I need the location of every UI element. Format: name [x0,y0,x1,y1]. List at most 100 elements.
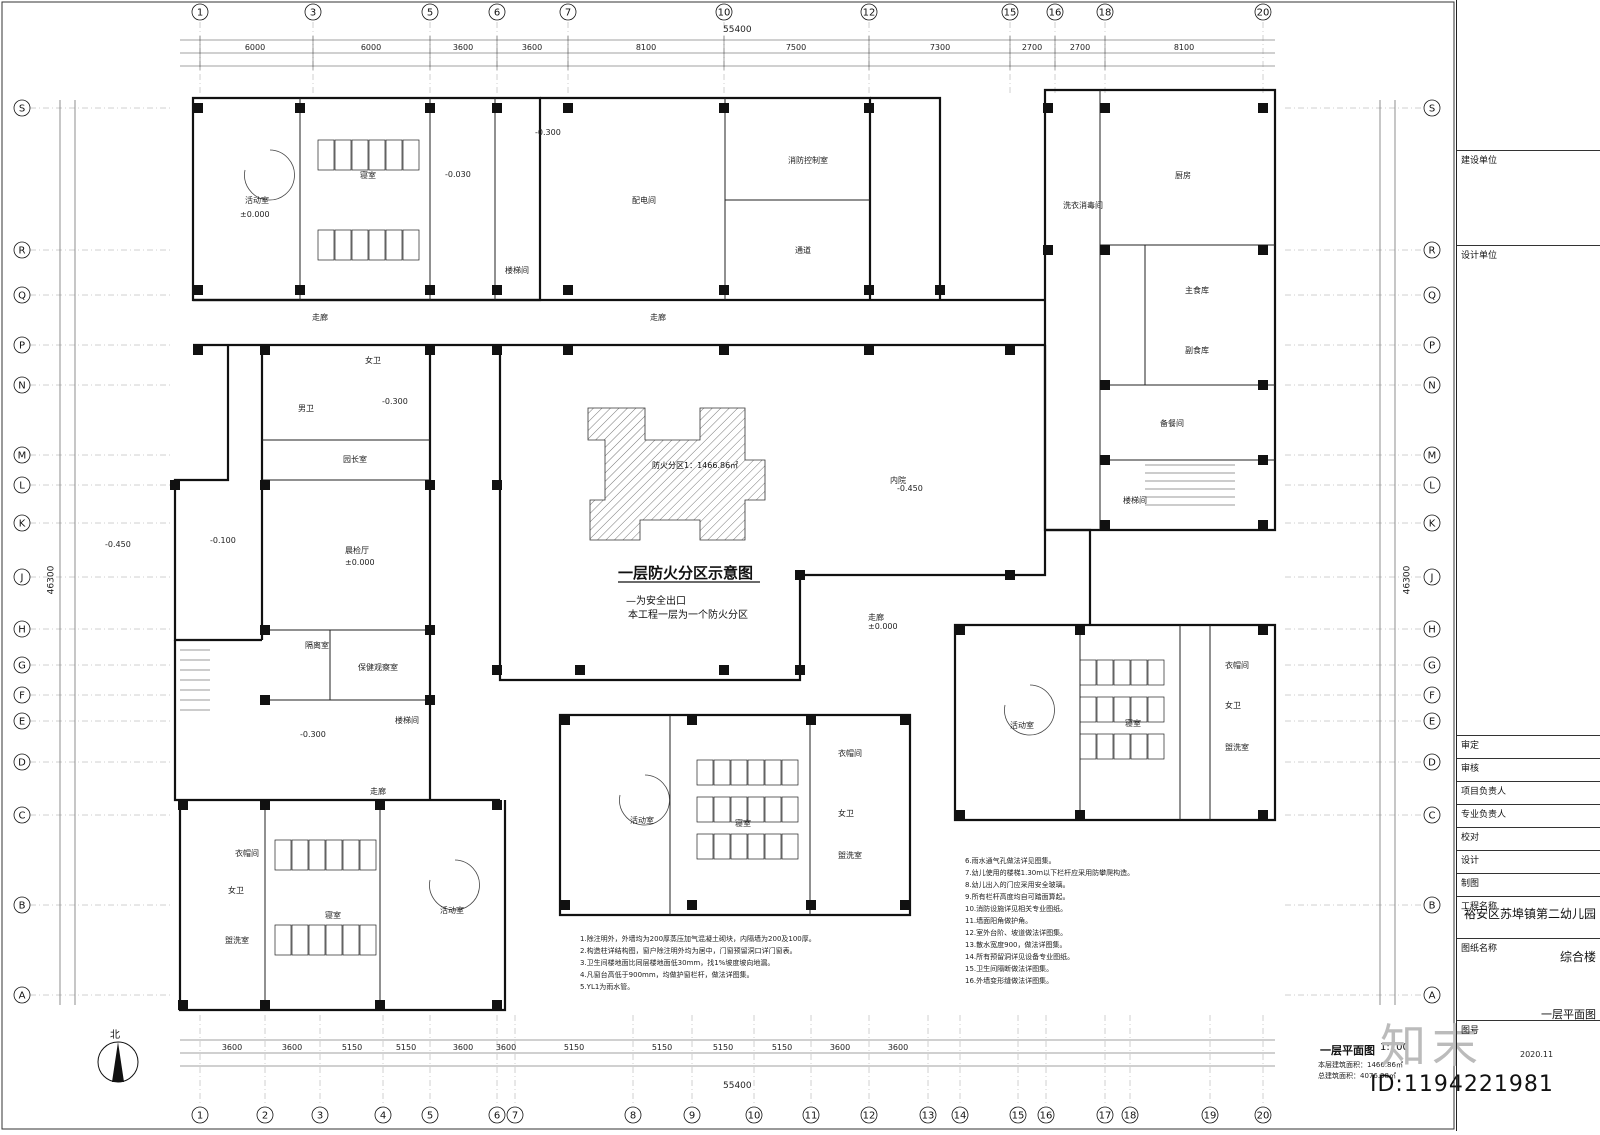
column-4 [563,103,573,113]
grid-bottom-7: 7 [512,1111,518,1122]
dim-top-8: 2700 [1070,43,1090,52]
room2-bed [308,839,326,871]
grid-left-G-circle [13,656,31,674]
note-line: 3.卫生间楼地面比同层楼地面低30mm，找1%坡度坡向地漏。 [580,959,775,967]
note-line: 14.所有预留洞详见设备专业图纸。 [965,953,1075,961]
fire-zone-note: 本工程一层为一个防火分区 [628,610,748,621]
room1-bed [385,139,403,171]
room3-bed [696,759,714,786]
column-1 [295,103,305,113]
room-corridor-1: 走廊 [312,313,328,322]
column-12 [719,285,729,295]
column-46 [795,665,805,675]
note-line: 7.幼儿使用的楼梯1.30m以下栏杆应采用防攀爬构造。 [965,869,1135,877]
room-toilet-m: 男卫 [298,404,314,413]
dim-top-4: 8100 [636,43,656,52]
grid-bottom-5: 5 [427,1111,433,1122]
grid-bottom-9: 9 [689,1111,695,1122]
tb-row-pm: 项目负责人 [1457,781,1600,799]
grid-top-1: 1 [197,8,203,19]
room3-bed [781,759,799,786]
elevation-8: ±0.000 [868,622,898,631]
note-line: 4.凡窗台高低于900mm，均做护窗栏杆，做法详图集。 [580,971,754,979]
grid-left-L: L [19,481,25,492]
dim-bottom-8: 5150 [713,1043,733,1052]
column-14 [935,285,945,295]
room3-bed [781,796,799,823]
title-block: 建设单位 设计单位 审定 审核 项目负责人 专业负责人 校对 设计 制图 工程名… [1456,0,1600,1131]
note-line: 13.散水宽度900，做法详图集。 [965,941,1067,949]
grid-bottom-13-circle [919,1106,937,1124]
grid-right-G: G [1428,661,1436,672]
grid-top-7-circle [559,3,577,21]
grid-bottom-3: 3 [317,1111,323,1122]
room-wash-2: 盥洗室 [225,936,249,945]
grid-right-H: H [1428,625,1436,636]
column-69 [1075,810,1085,820]
summary-line: 总建筑面积：4076.38㎡ [1318,1072,1396,1080]
room-toilet-f-3: 女卫 [838,809,854,818]
room-activity-3: 活动室 [630,816,654,825]
grid-right-P: P [1429,341,1435,352]
elevation-7: ±0.000 [345,558,375,567]
room3-bed [696,796,714,823]
column-59 [806,715,816,725]
dim-top-5: 7500 [786,43,806,52]
note-line: 5.YL1为雨水管。 [580,983,635,991]
dim-bottom-3: 5150 [396,1043,416,1052]
grid-bottom-11-circle [802,1106,820,1124]
tb-row-draw: 制图 [1457,873,1600,891]
room4-bed [1096,659,1114,686]
room2-bed [325,839,343,871]
column-23 [1043,103,1053,113]
room-wash-4: 盥洗室 [1225,743,1249,752]
room4-bed [1096,733,1114,760]
grid-left-F: F [19,691,25,702]
column-16 [260,345,270,355]
grid-right-D-circle [1423,753,1441,771]
dim-bottom-9: 5150 [772,1043,792,1052]
tb-row-client: 建设单位 [1457,150,1600,168]
room3-bed [764,833,782,860]
grid-bottom-7-circle [506,1106,524,1124]
plan-title: 一层平面图 [1320,1044,1375,1057]
note-line: 8.幼儿出入的门应采用安全玻璃。 [965,881,1070,889]
column-11 [563,285,573,295]
grid-top-10-circle [715,3,733,21]
room-bedroom-4: 寝室 [1125,719,1141,728]
dim-bottom-5: 3600 [496,1043,516,1052]
fire-zone-title: 一层防火分区示意图 [618,564,754,582]
grid-left-F-circle [13,686,31,704]
grid-left-J: J [20,573,24,584]
column-53 [178,1000,188,1010]
grid-right-M: M [1428,451,1437,462]
elevation-2: -0.030 [445,170,471,179]
grid-top-3-circle [304,3,322,21]
grid-bottom-6: 6 [494,1111,500,1122]
grid-top-3: 3 [310,8,316,19]
grid-bottom-16: 16 [1040,1111,1053,1122]
room3-bed [730,833,748,860]
note-line: 6.雨水通气孔做法详见图集。 [965,857,1056,865]
tb-row-check: 校对 [1457,827,1600,845]
grid-top-6: 6 [494,8,500,19]
grid-bottom-19: 19 [1204,1111,1217,1122]
room-stair-top: 楼梯间 [505,266,529,275]
column-31 [1100,455,1110,465]
room-dining: 备餐间 [1160,419,1184,428]
grid-left-D: D [18,758,26,769]
total-height-left: 46300 [46,565,57,595]
grid-top-1-circle [191,3,209,21]
room-bedroom-2: 寝室 [325,911,341,920]
column-60 [900,715,910,725]
grid-right-N-circle [1423,376,1441,394]
tb-row-number: 图号 [1457,1020,1600,1038]
grid-right-P-circle [1423,336,1441,354]
room2-bed [291,839,309,871]
grid-left-G: G [18,661,26,672]
grid-bottom-4-circle [374,1106,392,1124]
elevation-1: ±0.000 [240,210,270,219]
column-13 [864,285,874,295]
column-57 [560,715,570,725]
